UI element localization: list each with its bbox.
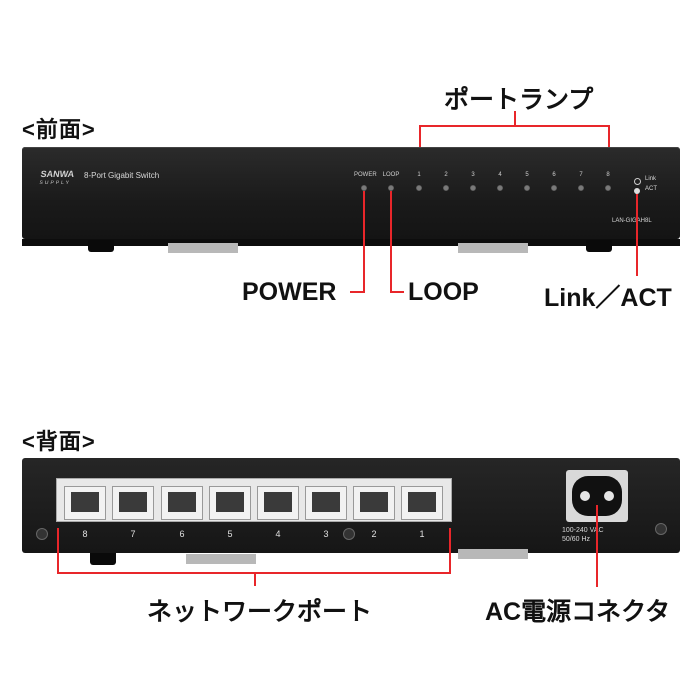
loop-led: [388, 185, 394, 191]
screw-left: [36, 528, 48, 540]
port-led-label-1: 1: [417, 172, 421, 178]
ac-pin-left: [580, 491, 590, 501]
power-callout-line-h: [350, 291, 365, 293]
port-number-1: 1: [419, 529, 425, 539]
ac-pin-right: [604, 491, 614, 501]
port-led-label-4: 4: [498, 172, 502, 178]
power-spec-frequency: 50/60 Hz: [562, 536, 591, 543]
power-spec-voltage: 100-240 VAC: [562, 527, 604, 534]
loop-callout-line-v: [390, 191, 392, 292]
back-left-foot: [90, 553, 116, 565]
port-led-8: [605, 185, 611, 191]
front-plate-right: [458, 243, 528, 253]
front-panel: [22, 147, 680, 239]
port-led-1: [416, 185, 422, 191]
port-led-label-5: 5: [525, 172, 529, 178]
port-lamp-callout: ポートランプ: [444, 86, 594, 114]
loop-callout: LOOP: [408, 278, 479, 306]
ports-bracket-left: [57, 528, 59, 574]
port-lamp-bracket-top: [419, 125, 610, 127]
screw-middle: [343, 528, 355, 540]
port-led-label-7: 7: [579, 172, 583, 178]
logo-sub-text: SUPPLY: [39, 180, 72, 186]
network-port-8: [64, 486, 106, 520]
port-number-6: 6: [179, 529, 185, 539]
link-act-callout: Link／ACT: [544, 284, 672, 312]
act-legend-label: ACT: [645, 186, 657, 192]
port-led-label-3: 3: [471, 172, 475, 178]
sanwa-logo: SANWA SUPPLY: [39, 169, 75, 188]
power-callout: POWER: [242, 278, 337, 306]
network-port-2: [353, 486, 395, 520]
ports-bracket-right: [449, 528, 451, 574]
power-spec: 100-240 VAC 50/60 Hz: [562, 526, 604, 544]
link-legend-label: Link: [645, 176, 657, 182]
act-legend-icon: [634, 188, 640, 194]
port-lamp-bracket-stem: [514, 111, 516, 126]
front-plate-left: [168, 243, 238, 253]
port-number-5: 5: [227, 529, 233, 539]
network-port-1: [401, 486, 443, 520]
power-led-label: POWER: [354, 172, 377, 178]
ac-callout-line: [596, 505, 598, 587]
back-plate-left: [186, 554, 256, 564]
front-right-foot: [586, 240, 612, 252]
network-ports-callout: ネットワークポート: [147, 598, 373, 626]
front-section-title: <前面>: [22, 117, 96, 142]
port-led-5: [524, 185, 530, 191]
back-section-title: <背面>: [22, 429, 96, 454]
front-panel-base: [22, 239, 680, 246]
link-act-callout-line: [636, 194, 638, 276]
port-led-label-2: 2: [444, 172, 448, 178]
screw-right: [655, 523, 667, 535]
power-led: [361, 185, 367, 191]
link-legend-icon: [634, 178, 641, 185]
ac-inlet-socket: [572, 476, 622, 516]
back-plate-right: [458, 549, 528, 559]
loop-callout-line-h: [390, 291, 404, 293]
port-number-2: 2: [371, 529, 377, 539]
ports-bracket-stem: [254, 572, 256, 586]
port-number-3: 3: [323, 529, 329, 539]
power-callout-line-v: [363, 191, 365, 292]
port-led-label-8: 8: [606, 172, 610, 178]
port-led-3: [470, 185, 476, 191]
port-number-8: 8: [82, 529, 88, 539]
network-port-6: [161, 486, 203, 520]
logo-text: SANWA: [40, 169, 75, 179]
port-led-4: [497, 185, 503, 191]
port-led-label-6: 6: [552, 172, 556, 178]
front-left-foot: [88, 240, 114, 252]
port-number-4: 4: [275, 529, 281, 539]
port-led-6: [551, 185, 557, 191]
port-led-2: [443, 185, 449, 191]
ac-connector-callout: AC電源コネクタ: [485, 598, 671, 626]
network-port-4: [257, 486, 299, 520]
port-number-7: 7: [130, 529, 136, 539]
loop-led-label: LOOP: [382, 172, 400, 178]
network-port-7: [112, 486, 154, 520]
product-name: 8-Port Gigabit Switch: [84, 171, 160, 180]
network-port-3: [305, 486, 347, 520]
port-led-7: [578, 185, 584, 191]
model-label: LAN-GIGAH8L: [612, 218, 652, 224]
network-port-5: [209, 486, 251, 520]
